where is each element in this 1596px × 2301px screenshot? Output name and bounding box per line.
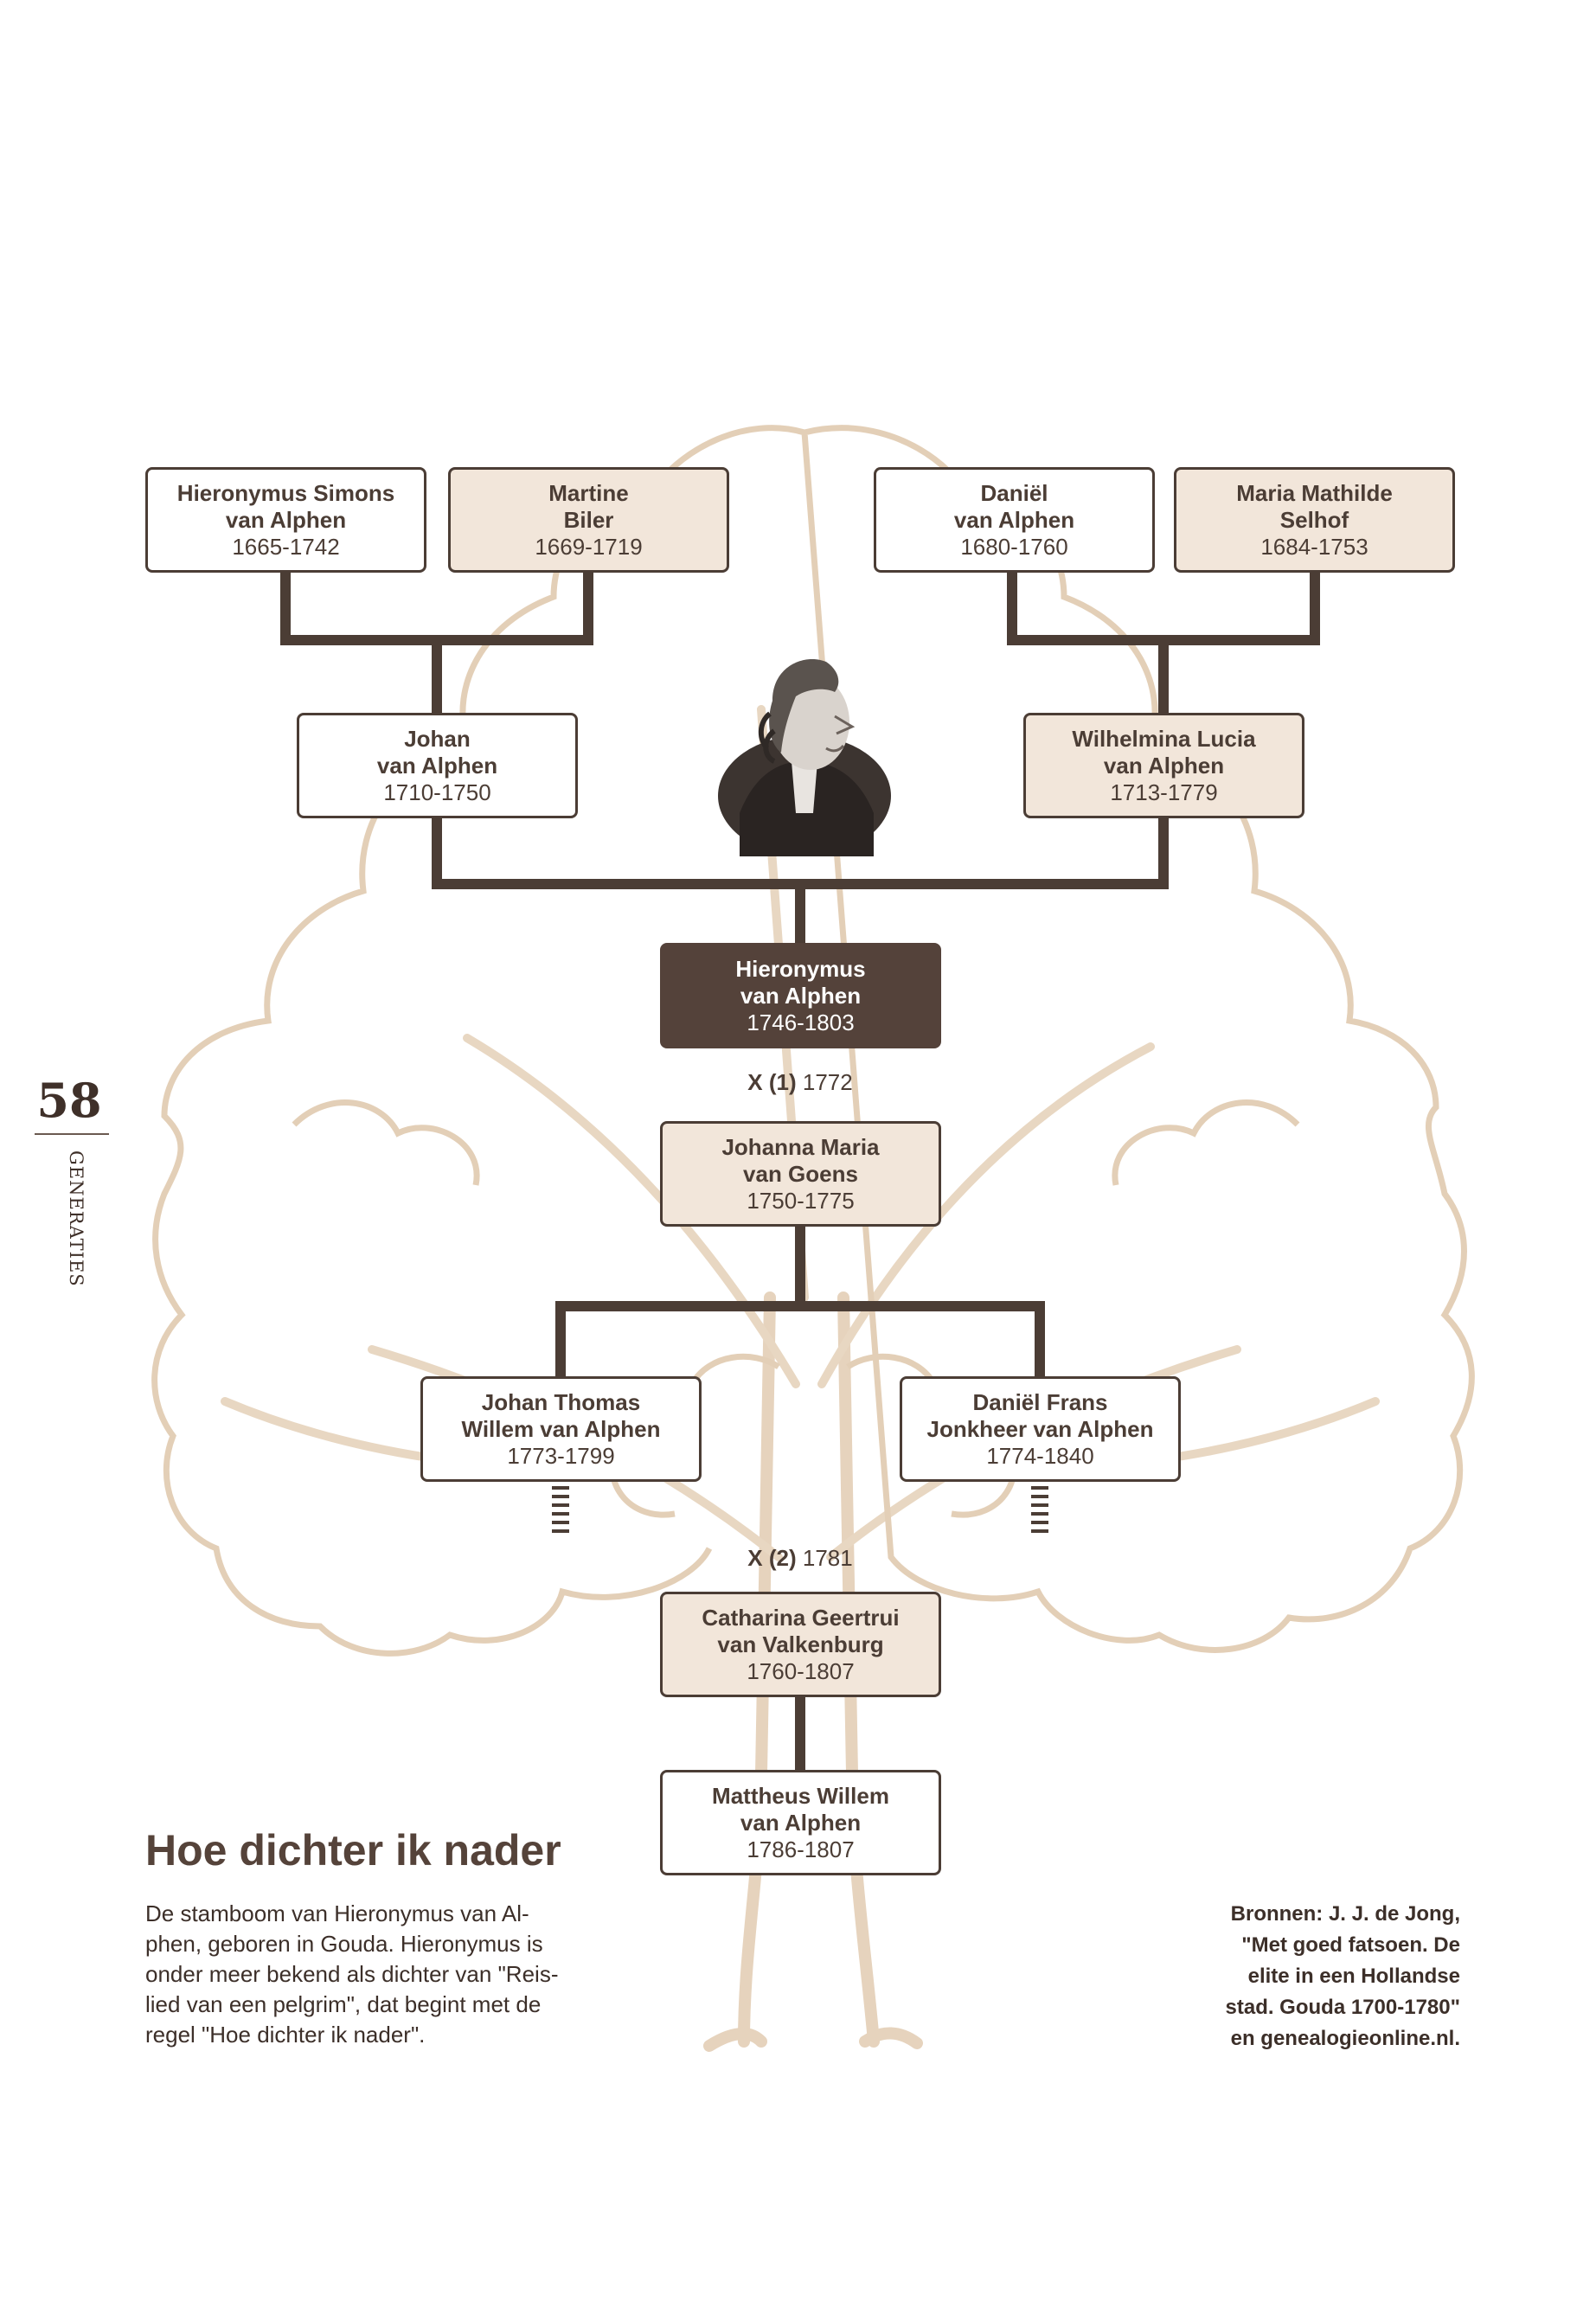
person-box-daniel-frans: Daniël Frans Jonkheer van Alphen 1774-18… <box>900 1376 1181 1482</box>
person-surname: van Goens <box>743 1160 858 1187</box>
person-box-daniel-van-alphen: Daniël van Alphen 1680-1760 <box>874 467 1155 573</box>
marriage-year: 1772 <box>802 1069 853 1095</box>
person-box-johanna-maria-van-goens: Johanna Maria van Goens 1750-1775 <box>660 1121 941 1227</box>
marriage-label-1: X (1) 1772 <box>670 1069 930 1096</box>
person-name: Catharina Geertrui <box>702 1604 900 1631</box>
person-surname: van Alphen <box>740 1809 862 1836</box>
person-surname: Jonkheer van Alphen <box>926 1415 1154 1442</box>
person-box-martine-biler: Martine Biler 1669-1719 <box>448 467 729 573</box>
person-surname: van Alphen <box>1103 752 1225 779</box>
person-box-hieronymus-simons: Hieronymus Simons van Alphen 1665-1742 <box>145 467 426 573</box>
portrait-engraving-icon <box>718 659 891 856</box>
person-years: 1746-1803 <box>747 1009 855 1035</box>
person-box-johan-van-alphen: Johan van Alphen 1710-1750 <box>297 713 578 818</box>
sources-note: Bronnen: J. J. de Jong, "Met goed fatsoe… <box>1194 1899 1461 2054</box>
person-name: Hieronymus <box>735 955 866 982</box>
section-label: GENERATIES <box>66 1150 87 1287</box>
person-years: 1665-1742 <box>232 533 340 560</box>
sources-line: Bronnen: J. J. de Jong, <box>1230 1902 1460 1926</box>
sources-line: elite in een Hollandse <box>1247 1965 1460 1988</box>
person-years: 1774-1840 <box>986 1442 1094 1469</box>
person-box-catharina-geertrui: Catharina Geertrui van Valkenburg 1760-1… <box>660 1592 941 1697</box>
intro-line: regel "Hoe dichter ik nader". <box>145 2022 426 2048</box>
person-box-mattheus-willem: Mattheus Willem van Alphen 1786-1807 <box>660 1770 941 1875</box>
intro-line: lied van een pelgrim", dat begint met de <box>145 1991 542 2017</box>
person-name: Wilhelmina Lucia <box>1072 725 1256 752</box>
article-intro: De stamboom van Hieronymus van Al- phen,… <box>145 1899 578 2050</box>
person-surname: van Alphen <box>740 982 862 1009</box>
page-number-divider <box>35 1133 109 1135</box>
person-years: 1713-1779 <box>1110 779 1218 805</box>
person-surname: Biler <box>563 506 614 533</box>
person-surname: van Valkenburg <box>717 1631 884 1657</box>
person-years: 1760-1807 <box>747 1657 855 1684</box>
intro-line: onder meer bekend als dichter van "Reis- <box>145 1961 559 1987</box>
person-box-wilhelmina-lucia: Wilhelmina Lucia van Alphen 1713-1779 <box>1023 713 1304 818</box>
marriage-label-2: X (2) 1781 <box>670 1545 930 1572</box>
person-years: 1669-1719 <box>535 533 643 560</box>
sources-line: "Met goed fatsoen. De <box>1241 1933 1460 1957</box>
person-years: 1710-1750 <box>383 779 491 805</box>
intro-line: De stamboom van Hieronymus van Al- <box>145 1900 529 1926</box>
marriage-mark: X (2) <box>747 1545 797 1571</box>
person-name: Maria Mathilde <box>1236 479 1393 506</box>
person-surname: van Alphen <box>953 506 1075 533</box>
person-years: 1786-1807 <box>747 1836 855 1862</box>
person-box-hieronymus-van-alphen: Hieronymus van Alphen 1746-1803 <box>660 943 941 1048</box>
person-years: 1684-1753 <box>1260 533 1368 560</box>
person-name: Johan Thomas <box>481 1388 641 1415</box>
marriage-year: 1781 <box>802 1545 853 1571</box>
intro-line: phen, geboren in Gouda. Hieronymus is <box>145 1931 543 1957</box>
person-years: 1750-1775 <box>747 1187 855 1214</box>
person-surname: Willem van Alphen <box>461 1415 661 1442</box>
person-surname: Selhof <box>1279 506 1349 533</box>
marriage-mark: X (1) <box>747 1069 797 1095</box>
article-headline: Hoe dichter ik nader <box>145 1826 561 1875</box>
sources-line: stad. Gouda 1700-1780" <box>1225 1996 1461 2019</box>
person-years: 1773-1799 <box>507 1442 615 1469</box>
page-number: 58 <box>36 1073 102 1128</box>
person-name: Johanna Maria <box>721 1133 880 1160</box>
person-years: 1680-1760 <box>960 533 1068 560</box>
person-box-maria-mathilde-selhof: Maria Mathilde Selhof 1684-1753 <box>1174 467 1455 573</box>
person-name: Mattheus Willem <box>712 1782 889 1809</box>
person-surname: van Alphen <box>376 752 498 779</box>
person-surname: van Alphen <box>225 506 347 533</box>
person-box-johan-thomas-willem: Johan Thomas Willem van Alphen 1773-1799 <box>420 1376 702 1482</box>
sources-line: en genealogieonline.nl. <box>1230 2027 1460 2050</box>
person-name: Hieronymus Simons <box>176 479 395 506</box>
person-name: Johan <box>404 725 471 752</box>
person-name: Daniël <box>980 479 1048 506</box>
person-name: Martine <box>548 479 629 506</box>
person-name: Daniël Frans <box>972 1388 1108 1415</box>
